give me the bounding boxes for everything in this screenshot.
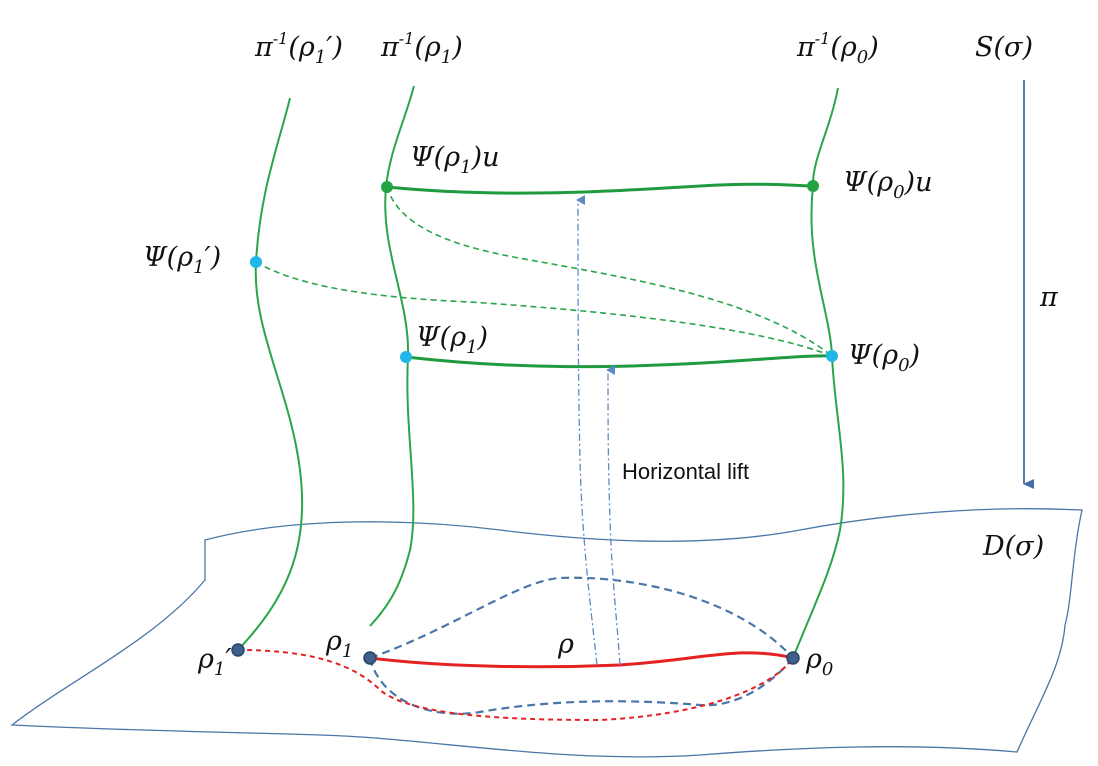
label-total-space: S(σ) <box>975 32 1033 63</box>
label-projection: π <box>1039 282 1059 313</box>
red-dashed-path-rho1-prime <box>237 649 794 722</box>
label-base-space: D(σ) <box>982 531 1044 562</box>
point-psi-rho0 <box>826 350 838 362</box>
label-fiber-rho1: π-1(ρ1) <box>380 29 463 68</box>
label-psi-rho1-u: Ψ(ρ1)u <box>410 142 499 178</box>
label-rho0: ρ0 <box>805 644 833 680</box>
label-psi-rho0: Ψ(ρ0) <box>848 340 920 376</box>
label-fiber-rho0: π-1(ρ0) <box>796 29 879 68</box>
label-fiber-rho1-prime: π-1(ρ1′) <box>254 29 343 68</box>
label-rho1: ρ1 <box>325 626 353 662</box>
fiber-rho0 <box>792 87 845 659</box>
point-rho1-prime <box>231 643 245 657</box>
horizontal-curve-identity <box>405 354 833 369</box>
point-psi-rho1-u <box>381 181 393 193</box>
horizontal-lift-arrow-1 <box>576 194 598 666</box>
dashed-green-from-psi-rho1-prime <box>255 261 833 357</box>
label-psi-rho1: Ψ(ρ1) <box>416 322 488 358</box>
point-psi-rho1 <box>400 351 412 363</box>
label-psi-rho0-u: Ψ(ρ0)u <box>843 167 932 203</box>
label-rho: ρ <box>557 629 574 660</box>
blue-dashed-upper-path <box>369 576 794 660</box>
fiber-rho1-prime <box>237 97 304 651</box>
dashed-green-from-psi-rho1-u <box>386 186 833 357</box>
label-psi-rho1-prime: Ψ(ρ1′) <box>143 242 221 278</box>
red-path-rho <box>369 651 794 669</box>
point-psi-rho1-prime <box>250 256 262 268</box>
point-rho1 <box>363 651 377 665</box>
horizontal-curve-u <box>386 182 814 195</box>
label-horizontal-lift: Horizontal lift <box>622 459 749 484</box>
blue-dashed-lower-path <box>368 657 794 715</box>
base-surface-outline <box>10 508 1083 758</box>
point-rho0 <box>786 651 800 665</box>
point-psi-rho0-u <box>807 180 819 192</box>
label-rho1-prime: ρ1′ <box>197 644 231 680</box>
horizontal-lift-arrow-2 <box>606 364 621 666</box>
